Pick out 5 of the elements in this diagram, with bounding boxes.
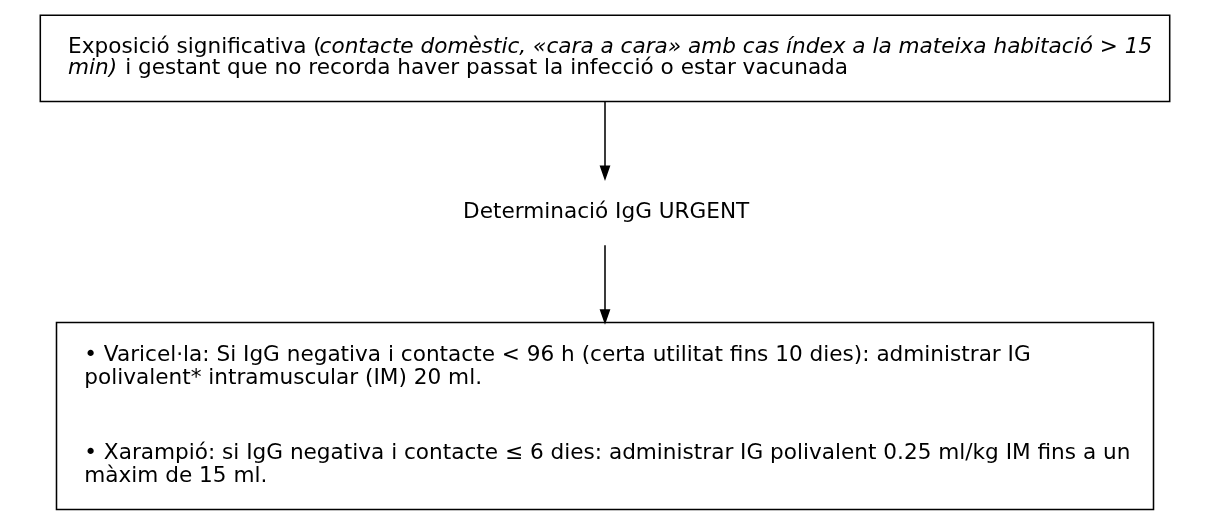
arrow (599, 100, 610, 181)
node-text: Determinació IgG URGENT (462, 197, 749, 223)
node-box: • Varicel·la: Si IgG negativa i contacte < 96 h (certa utilitat fins 10 dies): administrar IG polivalent* intramuscular (IM) 20 ml. • Xarampió: si IgG negativa i contacte ≤ 6 dies: administrar IG polivalent 0.25 ml/kg IM fins a un màxim de 15 ml. (55, 321, 1154, 510)
arrow (599, 244, 610, 325)
node-box: Exposició significativa (contacte domèstic, «cara a cara» amb cas índex a la mateixa habitació > 15 min) i gestant que no recorda haver passat la infecció o estar vacunada (39, 13, 1170, 102)
